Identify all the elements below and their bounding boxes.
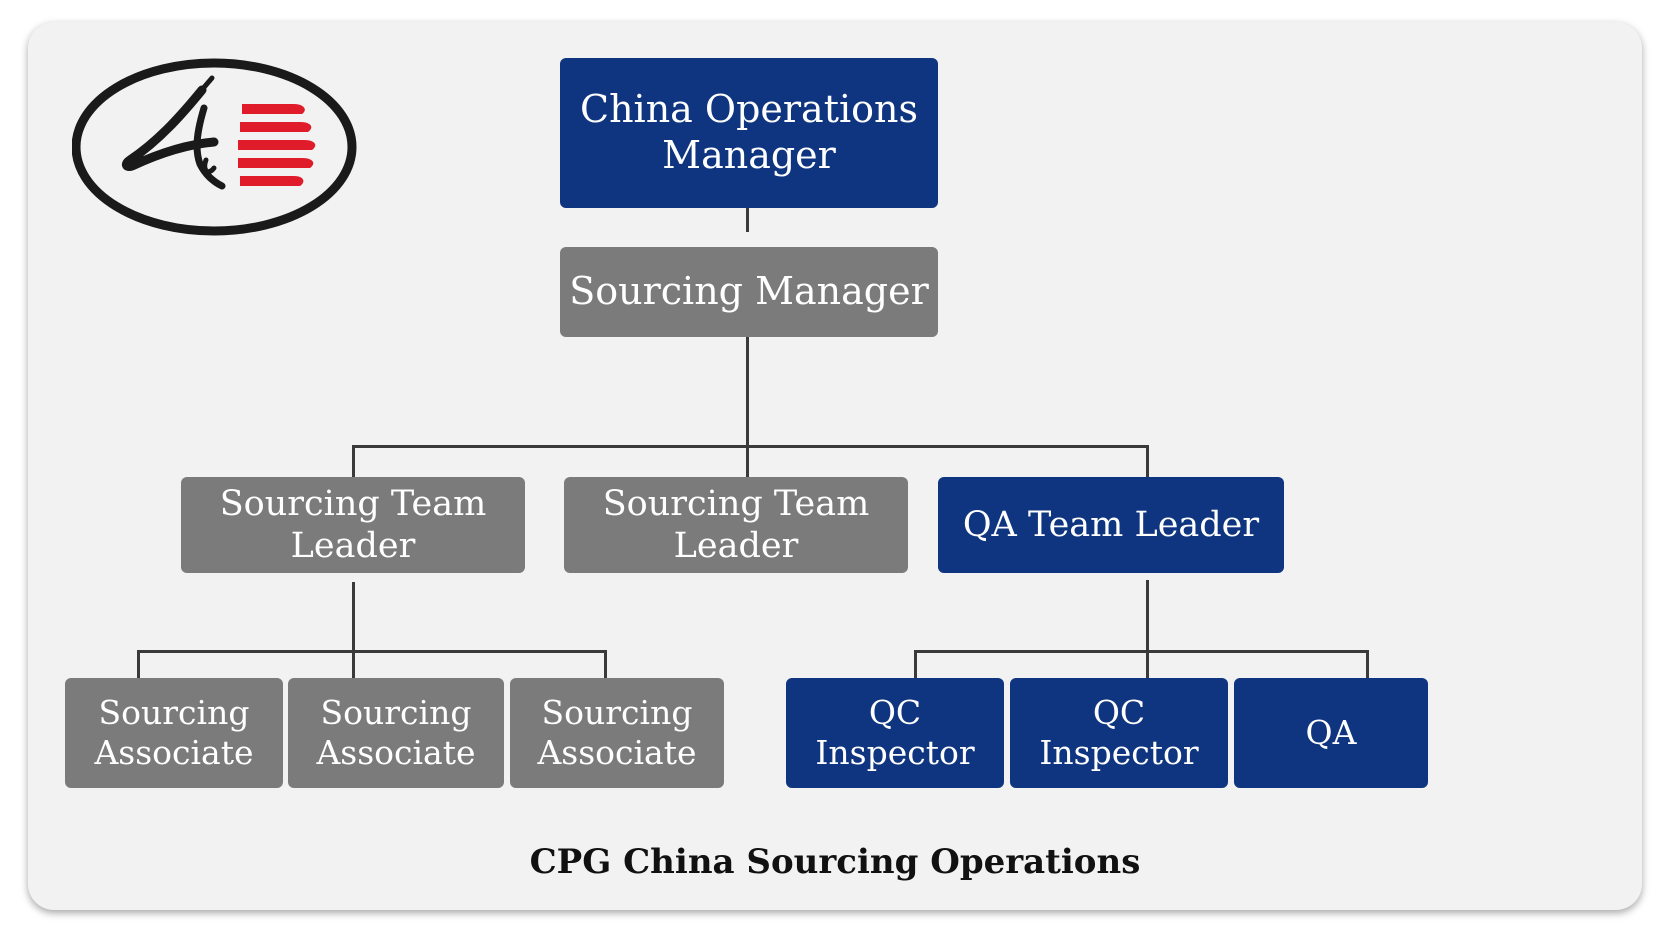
connector-top-to-manager bbox=[746, 194, 749, 232]
connector-level2-horizontal bbox=[352, 445, 1149, 448]
sourcing-associate-box-2: Sourcing Associate bbox=[288, 678, 504, 788]
connector-to-qa-team-leader bbox=[1146, 445, 1149, 500]
sourcing-associate-box-1: Sourcing Associate bbox=[65, 678, 283, 788]
connector-qc-horizontal bbox=[914, 650, 1369, 653]
connector-to-associate-3 bbox=[604, 650, 607, 700]
sourcing-associate-box-3: Sourcing Associate bbox=[510, 678, 724, 788]
qc-inspector-box-1: QC Inspector bbox=[786, 678, 1004, 788]
org-chart-card: China Operations Manager Sourcing Manage… bbox=[28, 22, 1642, 910]
company-logo-icon bbox=[72, 58, 357, 236]
connector-to-qa bbox=[1366, 650, 1369, 700]
qa-box: QA bbox=[1234, 678, 1428, 788]
connector-associates-horizontal bbox=[137, 650, 607, 653]
connector-to-team-leader-2 bbox=[746, 445, 749, 500]
sourcing-manager-box: Sourcing Manager bbox=[560, 247, 938, 337]
chart-caption: CPG China Sourcing Operations bbox=[529, 842, 1141, 882]
connector-to-associate-1 bbox=[137, 650, 140, 700]
qc-inspector-box-2: QC Inspector bbox=[1010, 678, 1228, 788]
china-operations-manager-box: China Operations Manager bbox=[560, 58, 938, 208]
connector-to-qc-inspector-1 bbox=[914, 650, 917, 700]
qa-team-leader-box: QA Team Leader bbox=[938, 477, 1284, 573]
connector-team-leader-1-down bbox=[352, 582, 355, 652]
connector-manager-down bbox=[746, 316, 749, 448]
connector-to-qc-inspector-2 bbox=[1146, 650, 1149, 700]
sourcing-team-leader-box-1: Sourcing Team Leader bbox=[181, 477, 525, 573]
connector-to-team-leader-1 bbox=[352, 445, 355, 500]
connector-qa-leader-down bbox=[1146, 580, 1149, 652]
sourcing-team-leader-box-2: Sourcing Team Leader bbox=[564, 477, 908, 573]
connector-to-associate-2 bbox=[352, 650, 355, 700]
